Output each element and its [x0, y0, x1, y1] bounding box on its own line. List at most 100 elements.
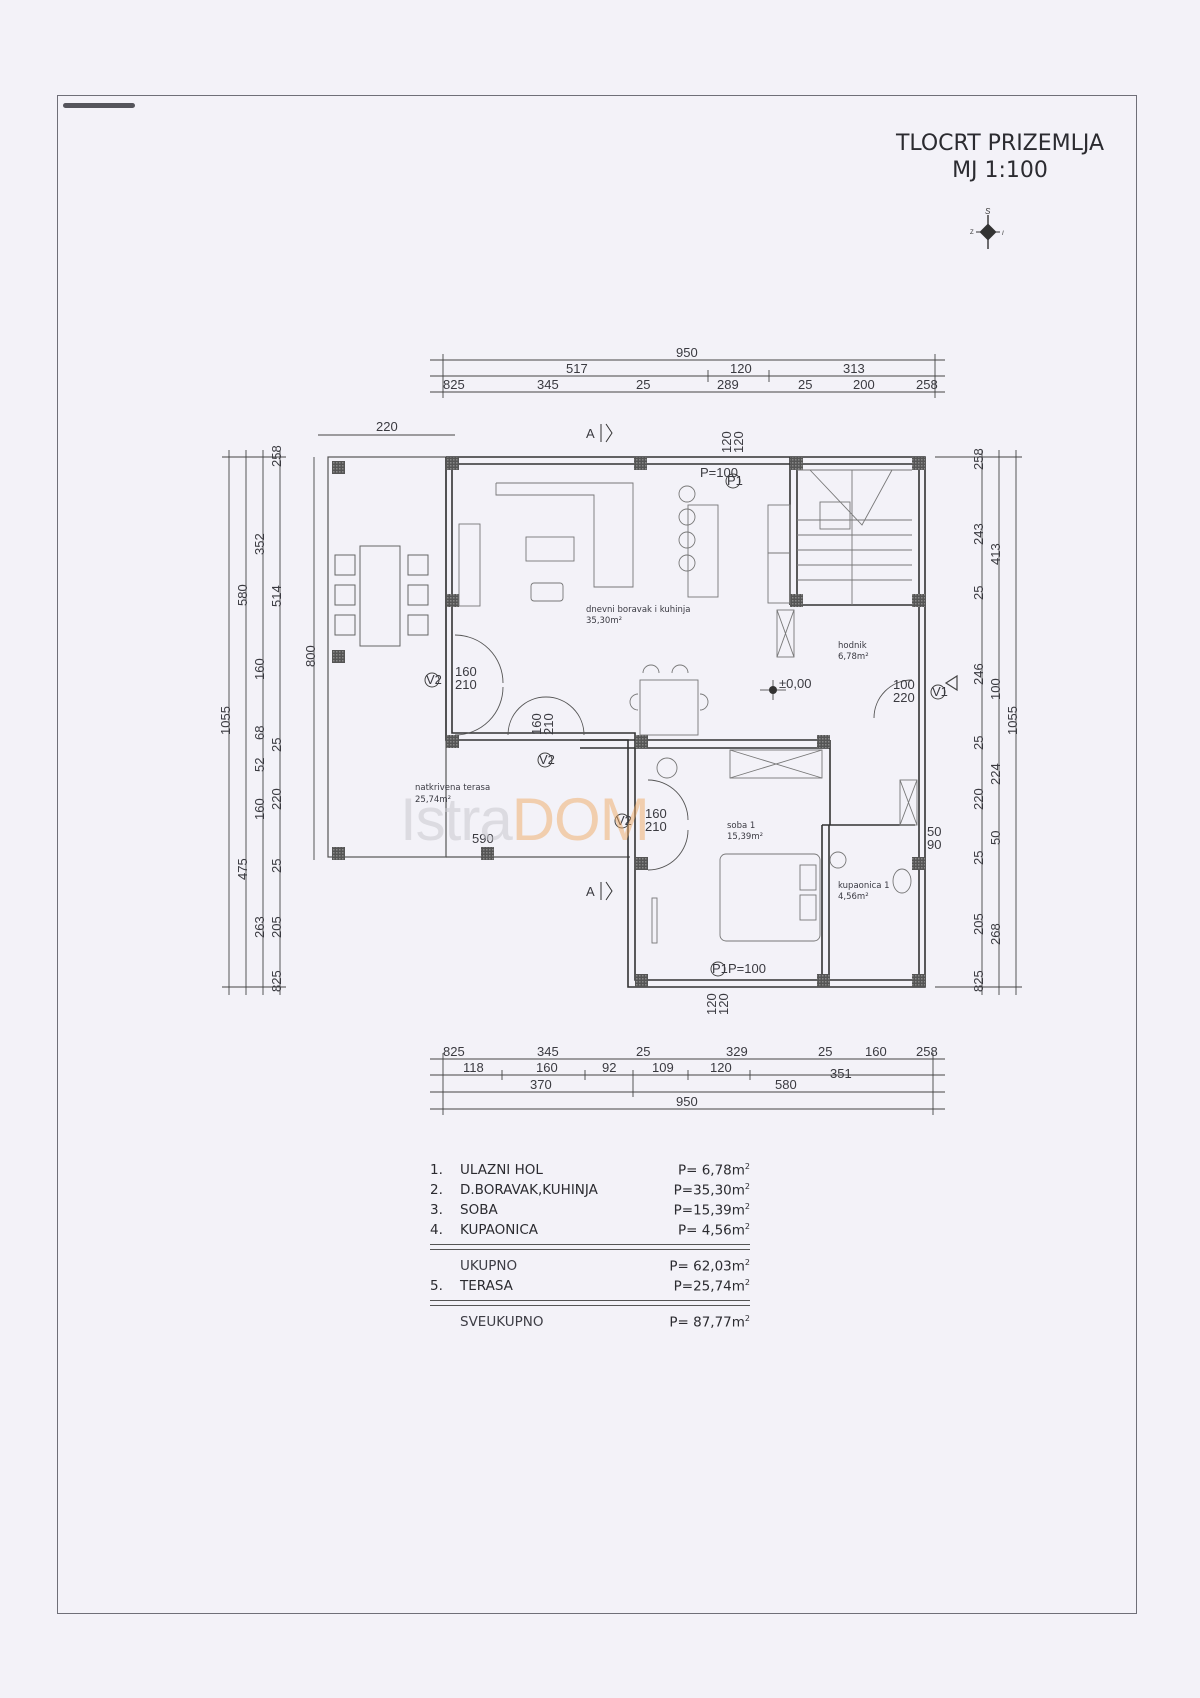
svg-text:370: 370 — [530, 1077, 552, 1092]
area-subtotal-row: UKUPNO P= 62,03m2 — [460, 1257, 750, 1275]
svg-text:50: 50 — [988, 831, 1003, 845]
svg-text:S: S — [985, 207, 991, 216]
svg-text:200: 200 — [853, 377, 875, 392]
svg-text:V2: V2 — [616, 813, 632, 828]
area-table: 1.ULAZNI HOL P= 6,78m2 2.D.BORAVAK,KUHIN… — [430, 1160, 750, 1332]
dim-top-overall: 950 — [676, 345, 698, 360]
svg-text:160: 160 — [536, 1060, 558, 1075]
sheet-scale: MJ 1:100 — [952, 158, 1048, 183]
sheet-title: TLOCRT PRIZEMLJA — [895, 131, 1105, 156]
svg-text:V2: V2 — [426, 672, 442, 687]
svg-text:52: 52 — [252, 758, 267, 772]
svg-text:220: 220 — [893, 690, 915, 705]
dimension-chain-right — [935, 450, 1022, 995]
svg-text:P1: P1 — [712, 961, 728, 976]
svg-text:1055: 1055 — [1005, 706, 1020, 735]
area-row-terrace: 5.TERASA P=25,74m2 — [430, 1277, 750, 1295]
svg-text:68: 68 — [252, 726, 267, 740]
svg-text:160: 160 — [455, 664, 477, 679]
svg-text:160: 160 — [252, 798, 267, 820]
svg-text:160: 160 — [645, 806, 667, 821]
svg-text:258: 258 — [916, 1044, 938, 1059]
svg-text:I: I — [1002, 231, 1004, 237]
dimension-chain-top — [430, 354, 945, 398]
svg-text:25: 25 — [971, 736, 986, 750]
svg-text:258: 258 — [916, 377, 938, 392]
svg-text:289: 289 — [717, 377, 739, 392]
dim-terrace-height: 800 — [303, 645, 318, 667]
corner-mark — [63, 103, 135, 108]
bedroom-furniture — [651, 749, 918, 944]
sheet-title-block: TLOCRT PRIZEMLJA MJ 1:100 — [880, 130, 1120, 184]
room-name-living: dnevni boravak i kuhinja — [586, 605, 690, 615]
svg-text:825: 825 — [443, 1044, 465, 1059]
svg-text:220: 220 — [269, 788, 284, 810]
svg-text:210: 210 — [455, 677, 477, 692]
columns — [446, 457, 925, 987]
svg-text:±0,00: ±0,00 — [779, 676, 811, 691]
svg-text:A: A — [586, 426, 595, 441]
svg-text:580: 580 — [235, 584, 250, 606]
area-row: 3.SOBA P=15,39m2 — [430, 1201, 750, 1219]
svg-text:120: 120 — [730, 361, 752, 376]
svg-text:V1: V1 — [932, 684, 948, 699]
door-swings — [454, 634, 913, 871]
svg-text:P=100: P=100 — [728, 961, 766, 976]
svg-text:25: 25 — [971, 586, 986, 600]
svg-text:Z: Z — [970, 230, 974, 236]
svg-text:345: 345 — [537, 1044, 559, 1059]
svg-text:25: 25 — [636, 1044, 650, 1059]
room-area-terrace: 25,74m² — [415, 795, 451, 805]
door-v2-left: V2 160 210 — [424, 664, 477, 692]
room-name-bathroom: kupaonica 1 — [838, 881, 890, 891]
area-total-row: SVEUKUPNO P= 87,77m2 — [460, 1313, 750, 1331]
room-name-hall: hodnik — [838, 641, 867, 651]
section-mark-bottom: A — [586, 881, 613, 901]
svg-text:825: 825 — [269, 970, 284, 992]
svg-text:120: 120 — [710, 1060, 732, 1075]
svg-text:90: 90 — [927, 837, 941, 852]
svg-text:92: 92 — [602, 1060, 616, 1075]
svg-text:263: 263 — [252, 916, 267, 938]
svg-text:100: 100 — [893, 677, 915, 692]
area-row: 1.ULAZNI HOL P= 6,78m2 — [430, 1161, 750, 1179]
svg-text:475: 475 — [235, 858, 250, 880]
svg-text:514: 514 — [269, 585, 284, 607]
svg-text:109: 109 — [652, 1060, 674, 1075]
room-area-living: 35,30m² — [586, 616, 622, 626]
house-walls — [445, 456, 926, 988]
svg-text:120: 120 — [719, 431, 734, 453]
svg-text:246: 246 — [971, 663, 986, 685]
north-arrow-icon: S Z I — [970, 207, 1004, 249]
window-p1-bottom: P1 P=100 120 120 — [704, 961, 766, 1015]
covered-terrace — [327, 456, 630, 860]
svg-text:268: 268 — [988, 923, 1003, 945]
svg-text:50: 50 — [927, 824, 941, 839]
dimension-chain-left — [222, 450, 315, 995]
table-divider — [430, 1300, 750, 1306]
svg-text:352: 352 — [252, 533, 267, 555]
svg-text:118: 118 — [463, 1060, 484, 1075]
svg-text:243: 243 — [971, 523, 986, 545]
svg-text:210: 210 — [645, 819, 667, 834]
door-v2-bedroom: V2 160 210 — [614, 806, 667, 834]
room-area-hall: 6,78m² — [838, 652, 869, 662]
dim-terrace-length: 590 — [472, 831, 494, 846]
level-marker: ±0,00 — [760, 676, 811, 700]
svg-text:313: 313 — [843, 361, 865, 376]
svg-text:25: 25 — [971, 851, 986, 865]
svg-text:120: 120 — [716, 993, 731, 1015]
door-v1-entrance: V1 100 220 — [893, 677, 948, 705]
svg-text:160: 160 — [529, 713, 544, 735]
svg-text:P=100: P=100 — [700, 465, 738, 480]
room-area-bedroom: 15,39m² — [727, 832, 763, 842]
svg-text:25: 25 — [818, 1044, 832, 1059]
svg-text:V2: V2 — [539, 752, 555, 767]
section-mark-top: A — [586, 423, 613, 443]
svg-text:258: 258 — [971, 448, 986, 470]
svg-text:100: 100 — [988, 678, 1003, 700]
dimension-chain-bottom — [430, 1053, 945, 1115]
svg-text:825: 825 — [971, 970, 986, 992]
watermark-logo: IstraDOM — [400, 786, 650, 853]
